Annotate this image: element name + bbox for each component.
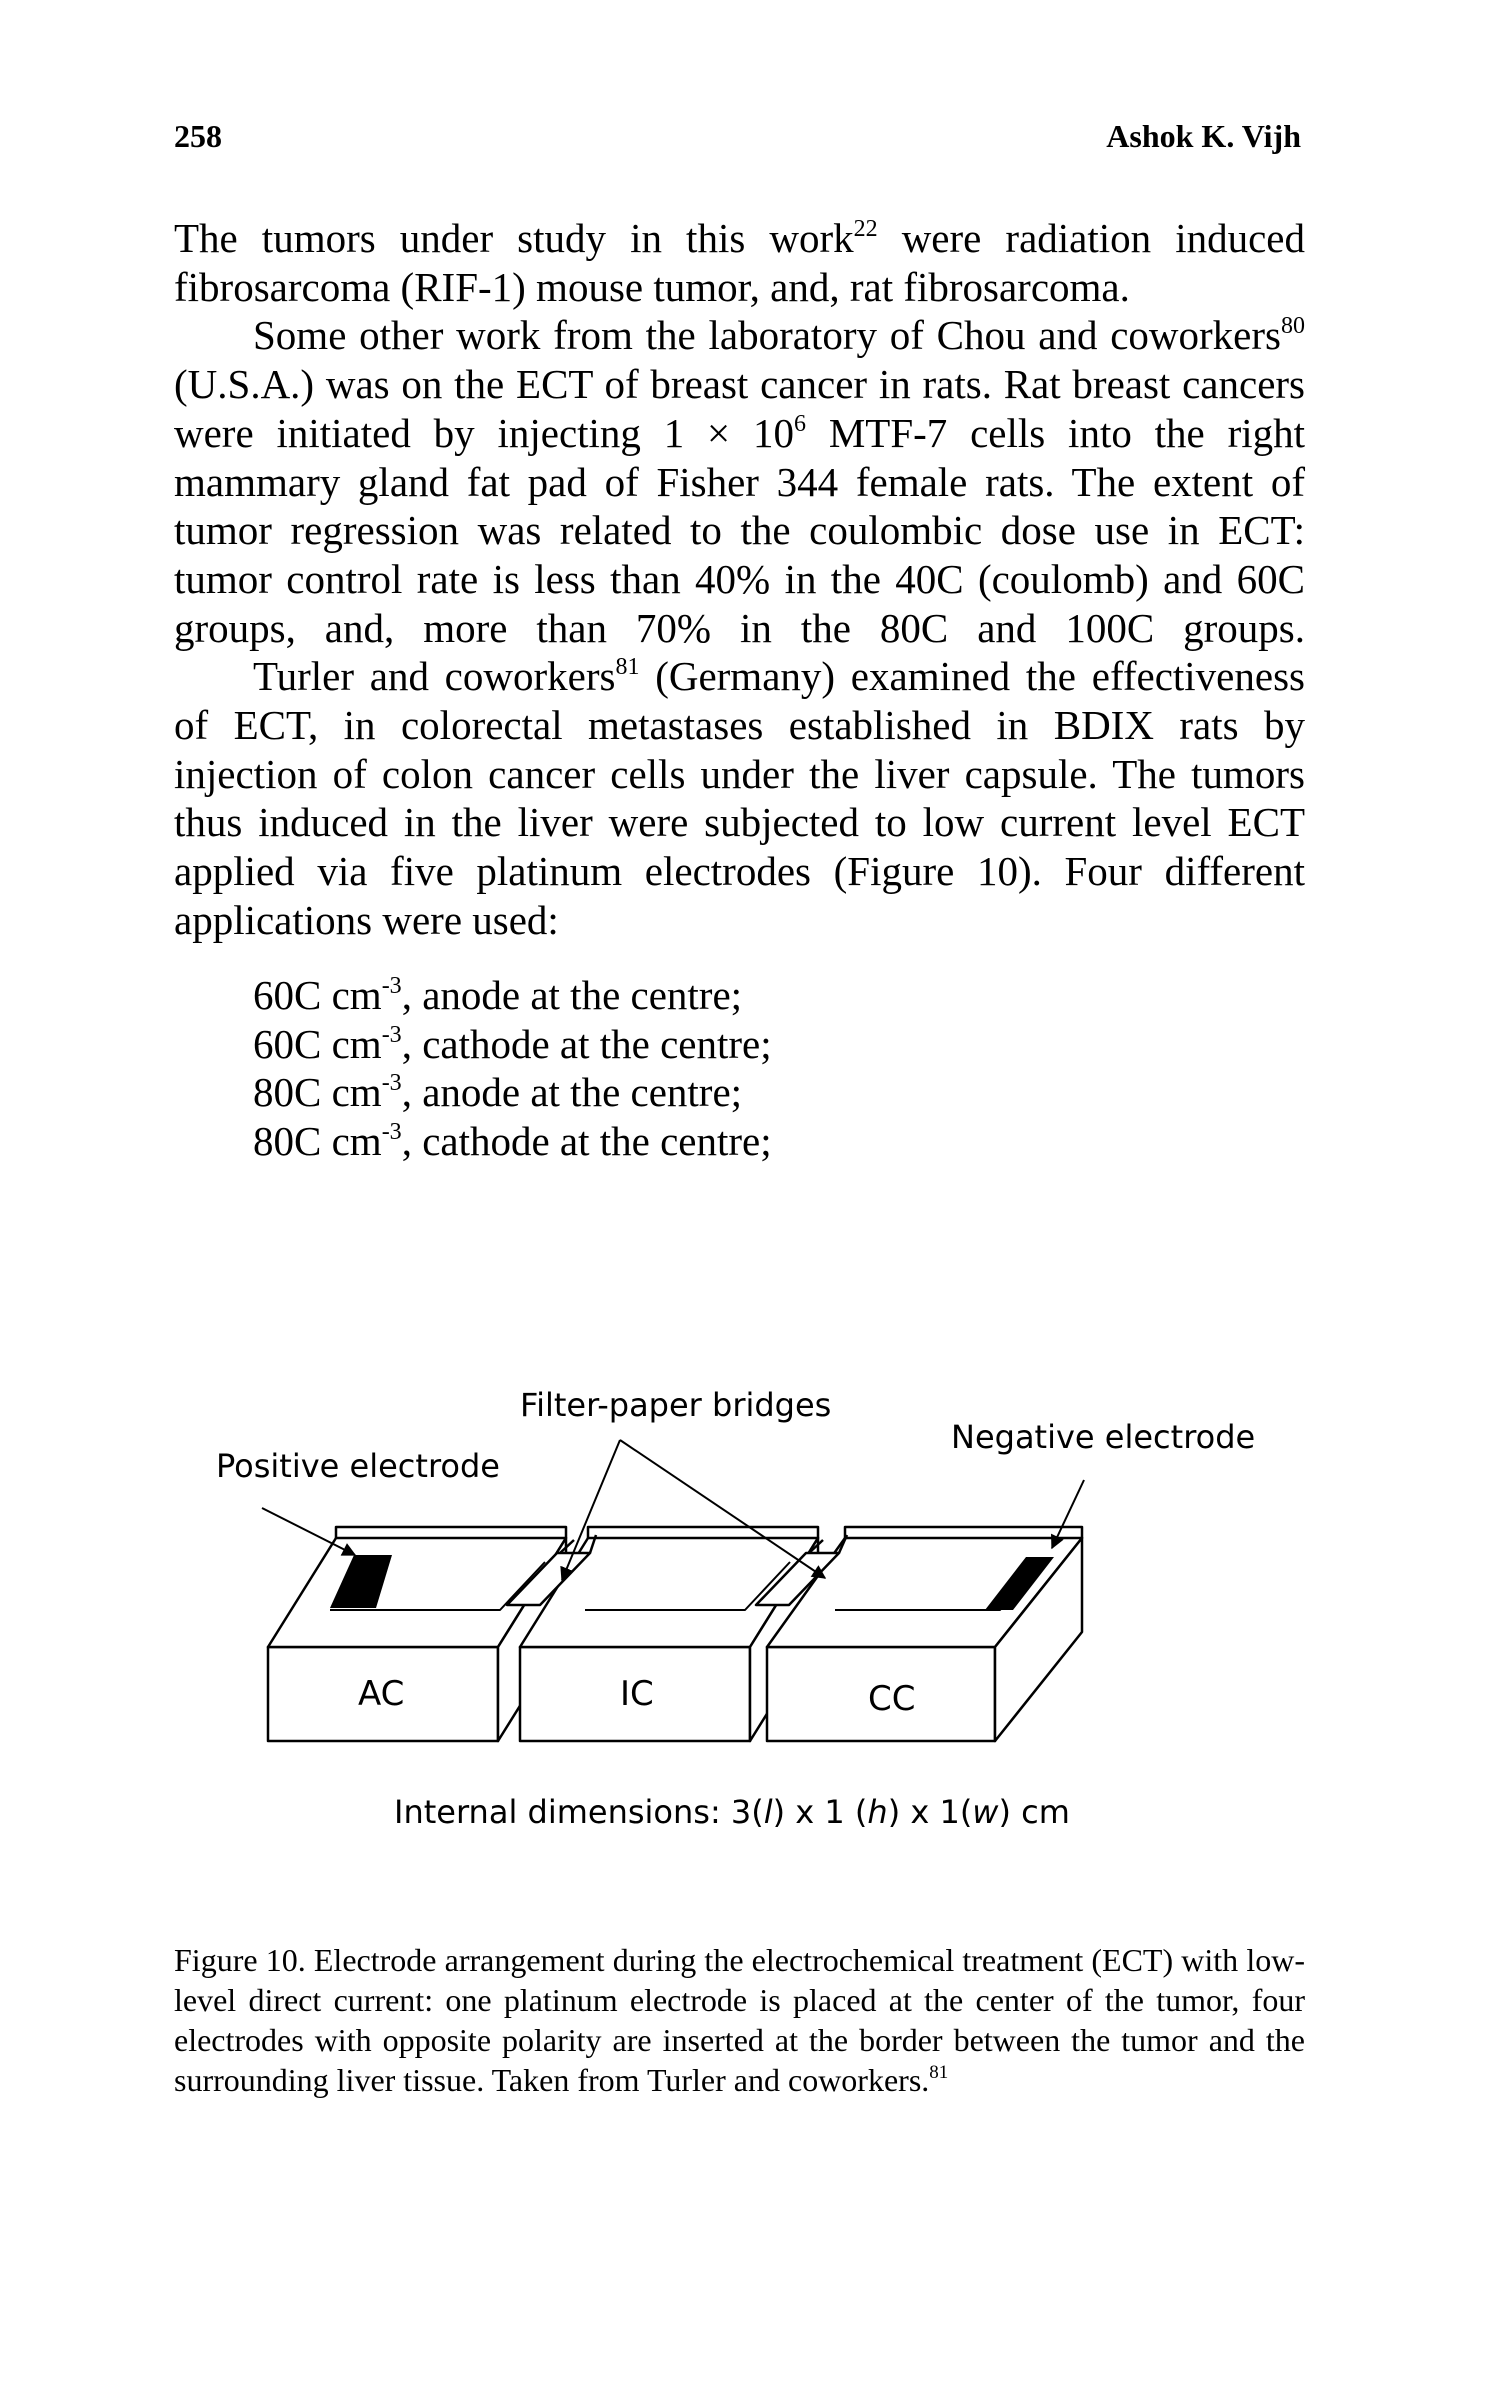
figure-caption: Figure 10. Electrode arrangement during … [174,1942,1305,2098]
body-text: The tumors under study in this work22 we… [174,214,1305,945]
page-number: 258 [174,118,222,154]
bridge-pointer [619,1439,827,1579]
positive-electrode-pointer [261,1507,357,1556]
citation-80: 80 [1281,313,1305,340]
internal-dimensions: Internal dimensions: 3(l) x 1 (h) x 1(w)… [394,1793,1070,1831]
paragraph-3: Turler and coworkers81 (Germany) examine… [174,653,1305,943]
positive-electrode-plate [330,1555,392,1608]
chamber-cc-label: CC [868,1679,915,1719]
electrode-diagram: Filter-paper bridges Positive electrode … [216,1386,1255,1831]
list-item: 60C cm-3, cathode at the centre; [253,1020,772,1067]
applications-list: 60C cm-3, anode at the centre; 60C cm-3,… [253,971,772,1166]
list-item: 80C cm-3, anode at the centre; [253,1069,743,1116]
list-item: 80C cm-3, cathode at the centre; [253,1118,772,1165]
negative-electrode-plate [985,1557,1054,1610]
running-author: Ashok K. Vijh [1106,118,1301,154]
negative-electrode-label: Negative electrode [951,1418,1255,1456]
list-item: 60C cm-3, anode at the centre; [253,972,743,1018]
citation-81: 81 [615,654,640,681]
filter-paper-label: Filter-paper bridges [520,1386,831,1424]
bridge-pointer [560,1439,621,1582]
citation-81: 81 [929,2062,949,2083]
exponent-6: 6 [794,410,807,437]
positive-electrode-label: Positive electrode [216,1447,500,1485]
negative-electrode-pointer [1051,1479,1085,1550]
chamber-ac-label: AC [358,1674,404,1714]
chamber-ic-label: IC [620,1674,654,1714]
citation-22: 22 [853,216,878,242]
paragraph-2: Some other work from the laboratory of C… [174,312,1306,651]
paragraph-1: The tumors under study in this work22 we… [174,215,1305,310]
